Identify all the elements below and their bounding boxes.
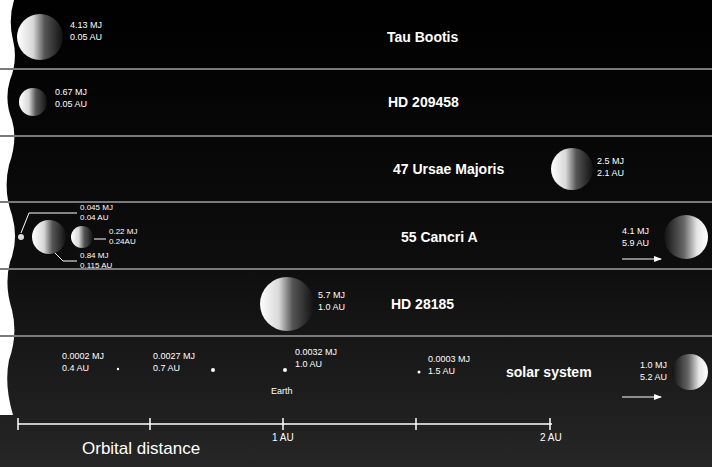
orbit-distance: 0.04 AU <box>80 214 108 222</box>
orbit-distance: 0.4 AU <box>62 364 89 373</box>
planet <box>664 215 708 259</box>
leader-line <box>55 253 77 261</box>
orbit-distance: 1.0 AU <box>295 360 322 369</box>
planet-mass: 1.0 MJ <box>640 361 667 370</box>
orbit-distance: 1.5 AU <box>428 367 455 376</box>
planet-mass: 2.5 MJ <box>597 157 624 166</box>
planet <box>211 368 215 372</box>
planet <box>18 234 24 240</box>
axis-label: 1 AU <box>272 433 294 443</box>
planet-mass: 0.0032 MJ <box>295 348 337 357</box>
planet-mass: 4.1 MJ <box>622 227 649 236</box>
system-name: Tau Bootis <box>387 29 458 45</box>
system-name: 55 Cancri A <box>401 229 478 245</box>
planet-mass: 5.7 MJ <box>318 291 345 300</box>
planet <box>551 148 593 190</box>
system-name: HD 209458 <box>388 94 459 110</box>
planet <box>32 220 66 254</box>
system-band: HD 28185 <box>0 270 712 337</box>
distance-axis <box>18 418 552 430</box>
planet <box>17 14 63 60</box>
system-band: Tau Bootis <box>0 0 712 70</box>
orbit-distance: 0.05 AU <box>70 33 102 42</box>
distance-arrow <box>622 259 661 260</box>
system-name: solar system <box>506 364 592 380</box>
planet <box>19 88 47 116</box>
planet <box>260 277 314 331</box>
axis-label: 2 AU <box>540 433 562 443</box>
planet <box>672 354 708 390</box>
planet <box>283 368 287 372</box>
orbit-distance: 0.05 AU <box>55 100 87 109</box>
axis-label: Orbital distance <box>82 440 200 457</box>
planet-mass: 0.0003 MJ <box>428 355 470 364</box>
planet-name: Earth <box>271 387 293 396</box>
planet-mass: 0.84 MJ <box>80 252 108 260</box>
orbit-distance: 0.7 AU <box>153 364 180 373</box>
system-name: HD 28185 <box>391 296 454 312</box>
system-band: HD 209458 <box>0 70 712 137</box>
planet-mass: 0.0002 MJ <box>62 352 104 361</box>
orbit-distance: 1.0 AU <box>318 303 345 312</box>
planet <box>117 368 119 370</box>
planet-mass: 0.045 MJ <box>80 204 113 212</box>
star-surface <box>0 0 15 415</box>
planet-mass: 0.0027 MJ <box>153 352 195 361</box>
distance-arrow <box>622 397 661 398</box>
orbit-distance: 5.9 AU <box>622 239 649 248</box>
planet-mass: 0.22 MJ <box>109 228 137 236</box>
planet <box>418 371 421 374</box>
orbit-distance: 0.24AU <box>109 238 136 246</box>
planet-mass: 0.67 MJ <box>55 88 87 97</box>
leader-line <box>94 239 106 240</box>
planet-mass: 4.13 MJ <box>70 21 102 30</box>
orbit-distance: 5.2 AU <box>640 373 667 382</box>
system-band: solar system <box>0 337 712 415</box>
system-name: 47 Ursae Majoris <box>393 161 504 177</box>
planet <box>71 226 93 248</box>
orbit-distance: 2.1 AU <box>597 169 624 178</box>
leader-line <box>21 213 77 233</box>
orbit-distance: 0.115 AU <box>80 262 112 270</box>
